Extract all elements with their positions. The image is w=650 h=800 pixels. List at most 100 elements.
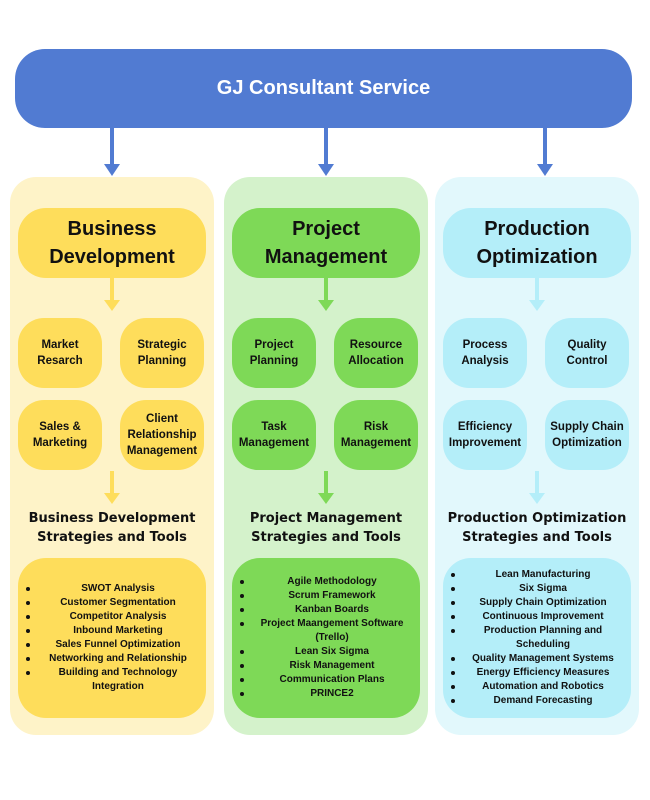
bullet-icon	[240, 594, 244, 598]
bullet-icon	[240, 580, 244, 584]
down-arrow-icon	[104, 128, 120, 178]
strategy-label: Risk Management	[289, 660, 375, 671]
strategies-title: Production Optimization Strategies and T…	[447, 511, 627, 545]
strategy-list-item: SWOT Analysis	[24, 582, 198, 596]
strategy-label: Project Maangement Software (Trello)	[260, 618, 404, 643]
service-box: Market Resarch	[18, 318, 102, 388]
strategy-label: Scrum Framework	[288, 590, 376, 601]
strategy-label: Automation and Robotics	[482, 681, 604, 692]
strategy-list-item: Continuous Improvement	[449, 610, 623, 624]
strategy-list-item: Energy Efficiency Measures	[449, 666, 623, 680]
bullet-icon	[451, 699, 455, 703]
strategy-list-item: Six Sigma	[449, 582, 623, 596]
bullet-icon	[240, 664, 244, 668]
strategy-label: Quality Management Systems	[472, 653, 614, 664]
strategies-title: Project Management Strategies and Tools	[249, 511, 403, 545]
strategy-label: Inbound Marketing	[73, 625, 163, 636]
strategy-list-item: Lean Six Sigma	[238, 645, 412, 659]
strategy-list-item: Agile Methodology	[238, 575, 412, 589]
bullet-icon	[240, 692, 244, 696]
bullet-icon	[451, 573, 455, 577]
service-box: Sales & Marketing	[18, 400, 102, 470]
strategy-label: Communication Plans	[279, 674, 385, 685]
strategy-label: Demand Forecasting	[493, 695, 593, 706]
column-business-development: Business Development Market Resarch Stra…	[10, 177, 214, 735]
strategy-label: Lean Six Sigma	[295, 646, 369, 657]
bullet-icon	[26, 587, 30, 591]
header-banner: GJ Consultant Service	[15, 49, 632, 128]
strategy-list-item: Production Planning and Scheduling	[449, 624, 623, 652]
strategy-list-item: Networking and Relationship	[24, 652, 198, 666]
service-box: Client Relationship Management	[120, 400, 204, 470]
down-arrow-icon	[104, 278, 120, 314]
strategy-label: Competitor Analysis	[69, 611, 167, 622]
bullet-icon	[451, 629, 455, 633]
strategy-label: PRINCE2	[310, 688, 354, 699]
column-title: Project Management	[232, 208, 420, 278]
service-box: Efficiency Improvement	[443, 400, 527, 470]
bullet-icon	[451, 615, 455, 619]
strategy-label: Six Sigma	[519, 583, 567, 594]
down-arrow-icon	[529, 278, 545, 314]
bullet-icon	[26, 643, 30, 647]
strategy-list-item: Building and Technology Integration	[24, 666, 198, 694]
strategy-list-item: Inbound Marketing	[24, 624, 198, 638]
strategy-list-item: Lean Manufacturing	[449, 568, 623, 582]
strategy-label: Networking and Relationship	[49, 653, 187, 664]
strategy-list-item: Project Maangement Software (Trello)	[238, 617, 412, 645]
strategy-label: Building and Technology Integration	[58, 667, 178, 692]
service-box: Resource Allocation	[334, 318, 418, 388]
bullet-icon	[451, 601, 455, 605]
bullet-icon	[26, 629, 30, 633]
strategy-list-item: Demand Forecasting	[449, 694, 623, 708]
strategy-label: SWOT Analysis	[81, 583, 155, 594]
bullet-icon	[26, 601, 30, 605]
down-arrow-icon	[318, 128, 334, 178]
bullet-icon	[26, 657, 30, 661]
bullet-icon	[240, 622, 244, 626]
column-title: Production Optimization	[443, 208, 631, 278]
strategy-list-item: Quality Management Systems	[449, 652, 623, 666]
strategies-title: Business Development Strategies and Tool…	[28, 511, 196, 545]
strategy-list-item: Sales Funnel Optimization	[24, 638, 198, 652]
bullet-icon	[451, 657, 455, 661]
service-box: Quality Control	[545, 318, 629, 388]
column-title: Business Development	[18, 208, 206, 278]
bullet-icon	[451, 671, 455, 675]
down-arrow-icon	[529, 471, 545, 507]
strategy-label: Kanban Boards	[295, 604, 369, 615]
strategy-list-item: Competitor Analysis	[24, 610, 198, 624]
service-box: Task Management	[232, 400, 316, 470]
bullet-icon	[240, 650, 244, 654]
bullet-icon	[451, 587, 455, 591]
service-box: Project Planning	[232, 318, 316, 388]
strategy-list-item: Supply Chain Optimization	[449, 596, 623, 610]
strategy-list-item: PRINCE2	[238, 687, 412, 701]
bullet-icon	[451, 685, 455, 689]
strategy-label: Agile Methodology	[287, 576, 377, 587]
strategy-list-item: Kanban Boards	[238, 603, 412, 617]
column-production-optimization: Production Optimization Process Analysis…	[435, 177, 639, 735]
strategy-list-item: Customer Segmentation	[24, 596, 198, 610]
bullet-icon	[240, 678, 244, 682]
header-title: GJ Consultant Service	[216, 77, 431, 99]
strategy-list-item: Automation and Robotics	[449, 680, 623, 694]
strategy-label: Supply Chain Optimization	[479, 597, 607, 608]
strategy-label: Customer Segmentation	[60, 597, 176, 608]
column-project-management: Project Management Project Planning Reso…	[224, 177, 428, 735]
strategy-label: Continuous Improvement	[482, 611, 604, 622]
strategy-label: Lean Manufacturing	[495, 569, 591, 580]
service-box: Strategic Planning	[120, 318, 204, 388]
bullet-icon	[26, 615, 30, 619]
strategy-list-item: Scrum Framework	[238, 589, 412, 603]
bullet-icon	[240, 608, 244, 612]
strategy-list-item: Risk Management	[238, 659, 412, 673]
strategy-label: Energy Efficiency Measures	[476, 667, 610, 678]
service-box: Risk Management	[334, 400, 418, 470]
down-arrow-icon	[318, 471, 334, 507]
strategy-list-item: Communication Plans	[238, 673, 412, 687]
down-arrow-icon	[537, 128, 553, 178]
